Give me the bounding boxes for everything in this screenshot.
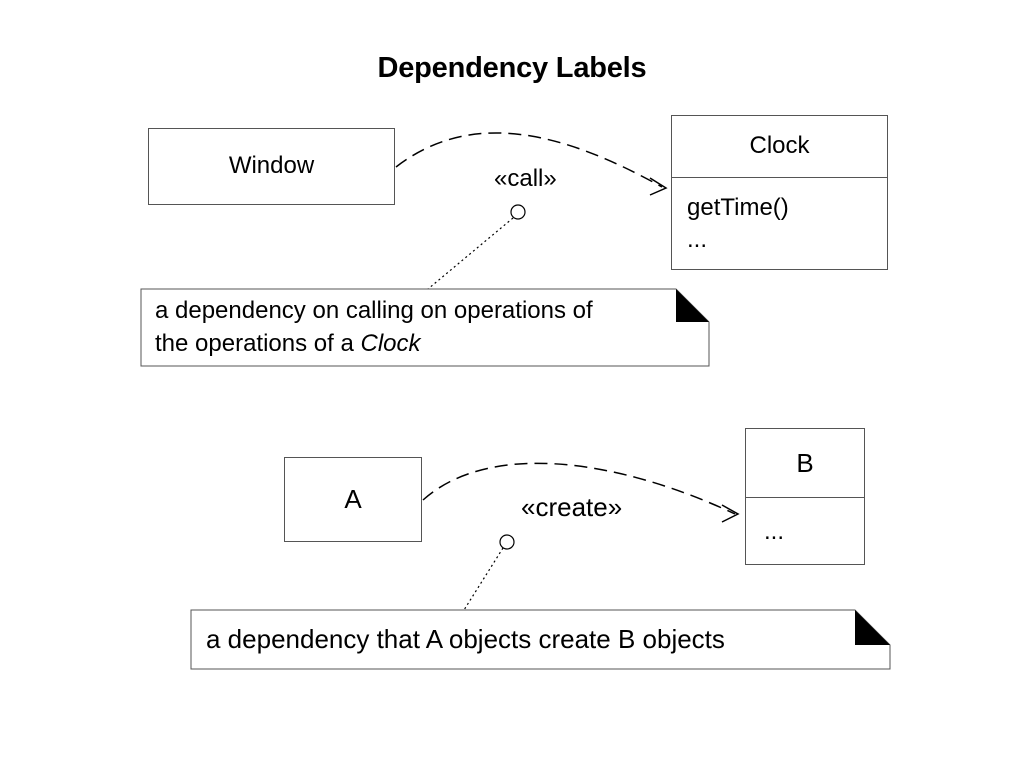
call-note-line2-prefix: the operations of a: [155, 330, 361, 357]
class-operations-clock: getTime() ...: [672, 178, 887, 256]
class-name-a: A: [344, 484, 362, 514]
call-note-line2: the operations of a Clock: [155, 327, 593, 360]
class-box-b: B ...: [745, 428, 865, 565]
class-name-b: B: [746, 429, 864, 498]
stereotype-create: «create»: [521, 492, 623, 522]
call-dependency-line: [395, 132, 663, 188]
call-note-line1: a dependency on calling on operations of: [155, 297, 593, 324]
class-body-b: ...: [764, 518, 785, 545]
stereotype-call: «call»: [494, 165, 557, 192]
call-note-text: a dependency on calling on operations of…: [155, 294, 593, 360]
create-note-anchor-circle: [499, 534, 515, 550]
diagram-title: Dependency Labels: [377, 52, 647, 84]
call-note-fold-corner: [676, 289, 709, 322]
create-note-text: a dependency that A objects create B obj…: [206, 624, 725, 654]
operation-ellipsis: ...: [687, 226, 708, 253]
call-note-link: [427, 217, 514, 290]
call-note-shape: [140, 288, 710, 367]
call-note-anchor-circle: [510, 204, 526, 220]
create-dependency-arrowhead: [721, 504, 740, 523]
call-dependency-arrowhead: [649, 177, 668, 196]
class-box-a: A: [284, 457, 422, 542]
class-box-window: Window: [148, 128, 395, 205]
create-note-shape: [190, 609, 891, 670]
operation-gettime: getTime(): [687, 194, 789, 221]
create-dependency-line: [422, 462, 736, 515]
class-name-clock: Clock: [672, 116, 887, 178]
create-note-fold-corner: [855, 610, 890, 645]
call-note-line2-emphasis: Clock: [360, 330, 421, 357]
create-note-link: [463, 547, 504, 611]
class-box-clock: Clock getTime() ...: [671, 115, 888, 270]
class-name-window: Window: [228, 152, 315, 179]
